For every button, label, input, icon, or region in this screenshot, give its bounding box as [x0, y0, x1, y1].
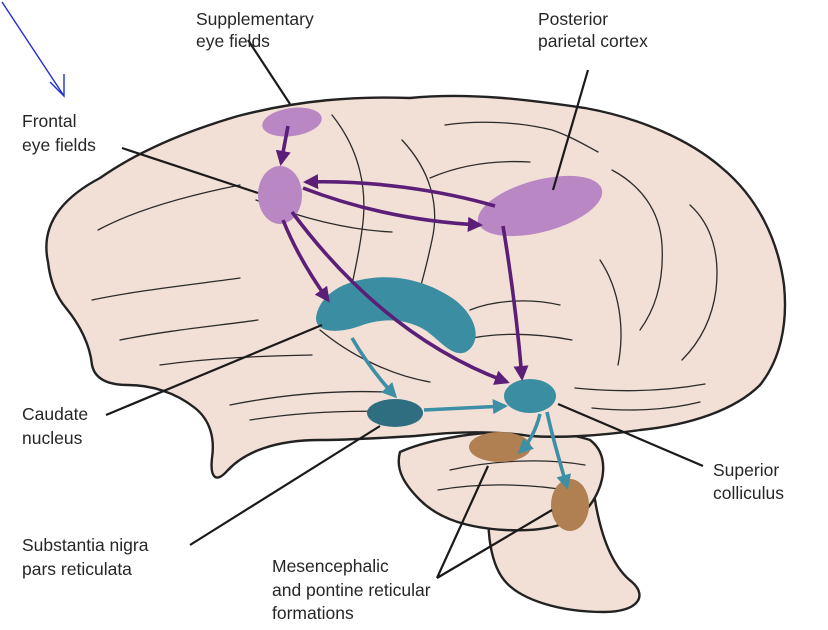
superior-colliculus-region: [504, 379, 556, 413]
substantia-nigra-region: [367, 399, 423, 427]
reticular-formation-upper-region: [469, 432, 531, 462]
label-frontal-eye-fields: Frontal eye fields: [22, 111, 96, 155]
annotation-arrow: [2, 2, 64, 96]
label-substantia-nigra: Substantia nigra pars reticulata: [22, 535, 153, 579]
label-posterior-parietal-cortex: Posterior parietal cortex: [538, 9, 648, 51]
label-superior-colliculus: Superior colliculus: [713, 460, 784, 503]
label-supplementary-eye-fields: Supplementary eye fields: [196, 9, 319, 51]
label-reticular-formations: Mesencephalic and pontine reticular form…: [272, 556, 435, 623]
label-caudate-nucleus: Caudate nucleus: [22, 404, 93, 448]
reticular-formation-lower-region: [551, 479, 589, 531]
